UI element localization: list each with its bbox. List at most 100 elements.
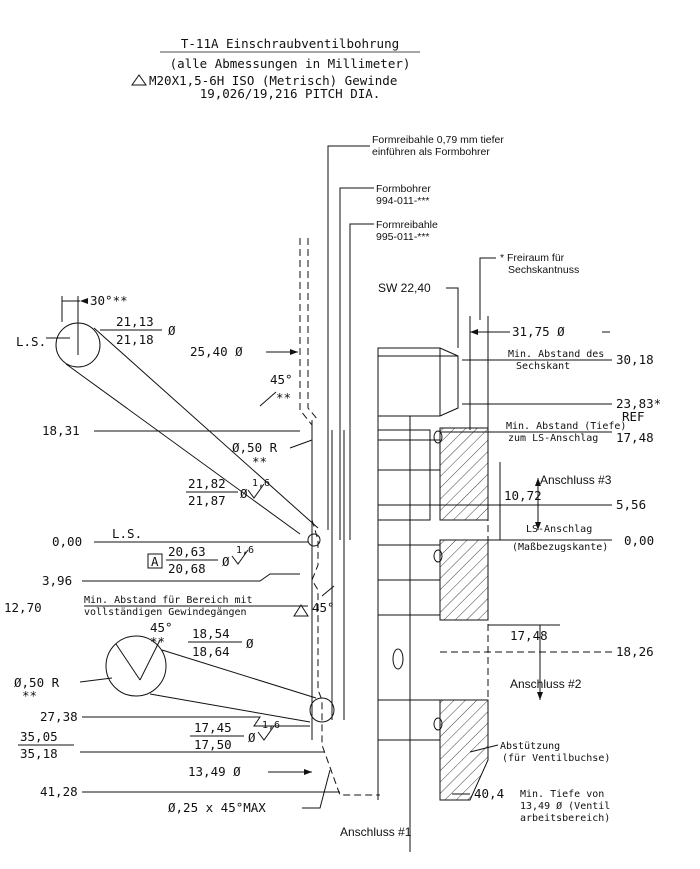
d2540-label: 25,40 Ø <box>190 344 243 359</box>
left-dimensions: 30°** L.S. 21,13 21,18 Ø 25,40 Ø 45° ** … <box>4 293 412 839</box>
arrow-icon <box>80 298 88 304</box>
formreibahle-note-1: Formreibahle 0,79 mm tiefer <box>372 134 504 146</box>
min-abst-tiefe-1: Min. Abstand (Tiefe) <box>506 421 626 432</box>
star-label-3: ** <box>150 634 165 649</box>
formbohrer-label: Formbohrer <box>376 183 431 195</box>
thread-delta-icon <box>293 604 309 617</box>
abstuetzung-leader <box>469 744 499 753</box>
arrow-icon <box>470 329 478 335</box>
formreibahle-label: Formreibahle <box>376 219 438 231</box>
surface-finish-3: 1,6 <box>262 720 280 731</box>
r050-low-leader <box>79 677 113 683</box>
dia-symbol-3: Ø <box>222 554 230 569</box>
d3518-label: 35,18 <box>20 746 58 761</box>
detail-bottom-axis <box>115 643 141 681</box>
surface-finish-icon <box>257 725 275 741</box>
title-line-2: (alle Abmessungen in Millimeter) <box>170 56 411 71</box>
d556-label: 5,56 <box>616 497 646 512</box>
d2738-label: 27,38 <box>40 709 78 724</box>
min-abstand-label-2: vollständigen Gewindegängen <box>84 607 247 618</box>
body-land-1 <box>378 429 431 521</box>
ls-point-circle <box>307 533 321 547</box>
anschluss-1-label: Anschluss #1 <box>340 825 412 839</box>
arrow-icon <box>537 692 543 700</box>
housing-hatch-3 <box>439 699 489 801</box>
datum-a-box <box>147 553 163 569</box>
arrow-icon <box>290 349 298 355</box>
angle-45-leader <box>259 391 277 407</box>
arrow-icon <box>304 769 312 775</box>
surface-finish-icon <box>247 483 265 499</box>
d1748-mid-label: 17,48 <box>510 628 548 643</box>
detail-bottom-tangent-2 <box>161 649 317 699</box>
d1831-label: 18,31 <box>42 423 80 438</box>
cavity-outline-inner <box>307 238 319 421</box>
arrow-icon <box>535 522 541 530</box>
d2068-label: 20,68 <box>168 561 206 576</box>
min-tiefe-1: Min. Tiefe von <box>520 789 604 800</box>
surface-finish-1: 1,6 <box>252 478 270 489</box>
angle-45-low-label: 45° <box>150 620 173 635</box>
d2182-label: 21,82 <box>188 476 226 491</box>
chamfer-leader <box>302 769 331 809</box>
formbohrer-number: 994-011-*** <box>376 195 430 207</box>
min-abst-sechskant-2: Sechskant <box>516 361 570 372</box>
title-line-4: 19,026/19,216 PITCH DIA. <box>200 86 381 101</box>
star-label-4: ** <box>22 688 37 703</box>
angle-30-label: 30°** <box>90 293 128 308</box>
cross-hole <box>392 648 404 670</box>
d000-left-label: 0,00 <box>52 534 82 549</box>
d1270-label: 12,70 <box>4 600 42 615</box>
d404-label: 40,4 <box>474 786 504 801</box>
ls-anschlag-label: LS-Anschlag <box>526 524 592 535</box>
sw-leader <box>446 287 459 348</box>
formreibahle-note-2: einführen als Formbohrer <box>372 146 490 158</box>
formreibahle-number: 995-011-*** <box>376 231 430 243</box>
datum-a-label: A <box>151 554 159 569</box>
d1748-top-label: 17,48 <box>616 430 654 445</box>
title-line-3: M20X1,5-6H ISO (Metrisch) Gewinde <box>149 73 397 88</box>
housing-hatch-2 <box>439 539 489 621</box>
chamfer-label: Ø,25 x 45°MAX <box>168 800 266 815</box>
r050-leader <box>289 439 313 449</box>
detail-bottom-axis-2 <box>139 639 161 681</box>
dia-symbol-4: Ø <box>246 636 254 651</box>
diameter-symbol: Ø <box>168 323 176 338</box>
min-abst-tiefe-2: zum LS-Anschlag <box>508 433 598 444</box>
surface-finish-2: 1,6 <box>236 545 254 556</box>
min-abst-sechskant-1: Min. Abstand des <box>508 349 604 360</box>
abstuetzung-1: Abstützung <box>500 741 560 752</box>
star-label-2: ** <box>252 454 267 469</box>
d2063-label: 20,63 <box>168 544 206 559</box>
d1826-label: 18,26 <box>616 644 654 659</box>
housing-hatch-1 <box>439 427 489 521</box>
d2113-label: 21,13 <box>116 314 154 329</box>
angle-45-mid-label: 45° <box>312 600 335 615</box>
r050-low-label: Ø,50 R <box>14 675 60 690</box>
min-tiefe-3: arbeitsbereich) <box>520 813 610 824</box>
d3505-label: 35,05 <box>20 729 58 744</box>
leader-formreibahle <box>349 223 374 540</box>
detail-top-tangent-1 <box>65 363 301 535</box>
d4128-label: 41,28 <box>40 784 78 799</box>
star-label-1: ** <box>276 390 291 405</box>
leader-formreibahle-note <box>327 145 370 530</box>
title-line-1: T-11A Einschraubventilbohrung <box>181 36 399 51</box>
detail-top-tangent-2 <box>93 327 319 529</box>
tool-notes: Formreibahle 0,79 mm tiefer einführen al… <box>327 134 579 540</box>
min-tiefe-2: 13,49 Ø (Ventil <box>520 800 610 812</box>
d396-extension <box>82 573 300 582</box>
d000-right-label: 0,00 <box>624 533 654 548</box>
surface-finish-icon <box>231 549 249 565</box>
leader-freiraum <box>479 257 496 320</box>
d2118-label: 21,18 <box>116 332 154 347</box>
dia-symbol-2: Ø <box>240 486 248 501</box>
arrow-icon <box>535 478 541 486</box>
freiraum-label-1: * Freiraum für <box>500 252 565 264</box>
valve-body <box>377 316 489 852</box>
leader-formbohrer <box>339 187 374 540</box>
d1072-label: 10,72 <box>504 488 542 503</box>
thread-delta-icon <box>131 74 147 86</box>
ls-mid-label: L.S. <box>112 526 142 541</box>
